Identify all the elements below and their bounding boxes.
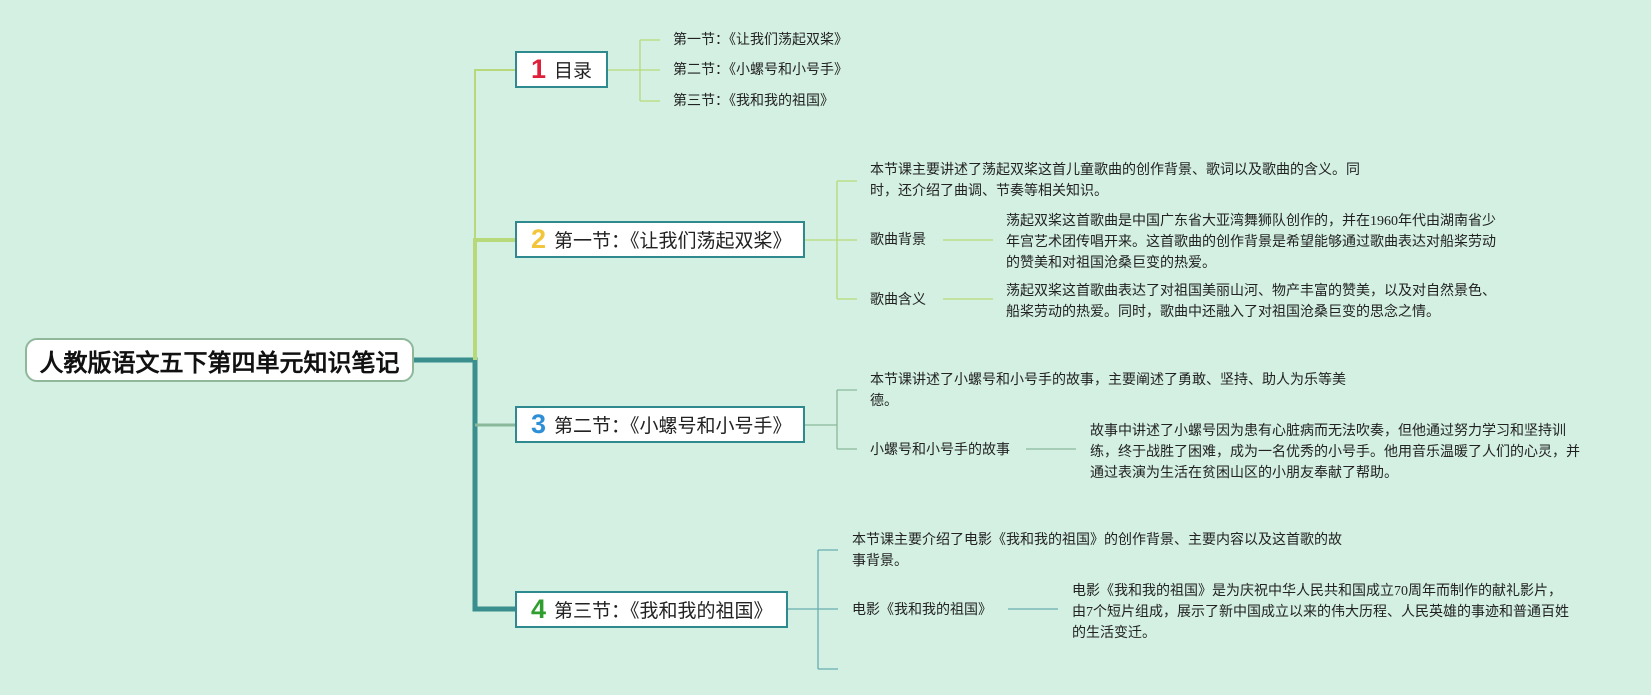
- detail-text: 电影《我和我的祖国》是为庆祝中华人民共和国成立70周年而制作的献礼影片， 由7个…: [1072, 581, 1569, 644]
- branch2-detail-lines: [943, 239, 993, 300]
- branch3-leaf-lines: [805, 389, 857, 450]
- summary-line: 本节课讲述了小螺号和小号手的故事，主要阐述了勇敢、坚持、助人为乐等美: [870, 373, 1346, 388]
- detail-line: 荡起双桨这首歌曲表达了对祖国美丽山河、物产丰富的赞美，以及对自然景色、: [1006, 284, 1496, 299]
- summary-line: 德。: [870, 394, 898, 409]
- toc-item[interactable]: 第三节：《我和我的祖国》: [673, 94, 834, 109]
- detail-line: 船桨劳动的热爱。同时，歌曲中还融入了对祖国沧桑巨变的思念之情。: [1006, 305, 1440, 320]
- detail-text: 荡起双桨这首歌曲是中国广东省大亚湾舞狮队创作的，并在1960年代由湖南省少 年宫…: [1006, 211, 1496, 274]
- branch-number: 3: [531, 409, 547, 439]
- summary-line: 时，还介绍了曲调、节奏等相关知识。: [870, 184, 1108, 199]
- branch-lesson-3[interactable]: 4 第三节：《我和我的祖国》: [515, 591, 788, 628]
- detail-line: 年宫艺术团传唱开来。这首歌曲的创作背景是希望能够通过歌曲表达对船桨劳动: [1006, 235, 1496, 250]
- branch-lesson-1[interactable]: 2 第一节：《让我们荡起双桨》: [515, 221, 805, 258]
- branch-number: 4: [531, 594, 547, 624]
- root-topic[interactable]: 人教版语文五下第四单元知识笔记: [25, 338, 414, 382]
- detail-line: 练，终于战胜了困难，成为一名优秀的小号手。他用音乐温暖了人们的心灵，并: [1090, 445, 1580, 460]
- sub-topic-label[interactable]: 歌曲含义: [870, 293, 926, 308]
- branch-lesson-2[interactable]: 3 第二节：《小螺号和小号手》: [515, 406, 805, 443]
- summary-line: 事背景。: [852, 554, 908, 569]
- summary-text: 本节课讲述了小螺号和小号手的故事，主要阐述了勇敢、坚持、助人为乐等美 德。: [870, 370, 1346, 412]
- branch-title: 第一节：《让我们荡起双桨》: [554, 231, 792, 252]
- trunk-line: [414, 357, 515, 612]
- branch-number: 2: [531, 224, 547, 254]
- branch-toc[interactable]: 1 目录: [515, 51, 608, 88]
- sub-topic-label[interactable]: 电影《我和我的祖国》: [852, 603, 992, 618]
- branch-title: 第二节：《小螺号和小号手》: [554, 416, 792, 437]
- branch4-leaf-lines: [788, 549, 838, 670]
- detail-line: 故事中讲述了小螺号因为患有心脏病而无法吹奏，但他通过努力学习和坚持训: [1090, 424, 1566, 439]
- toc-item[interactable]: 第二节：《小螺号和小号手》: [673, 63, 848, 78]
- sub-topic-label[interactable]: 小螺号和小号手的故事: [870, 443, 1010, 458]
- detail-line: 由7个短片组成，展示了新中国成立以来的伟大历程、人民英雄的事迹和普通百姓: [1072, 605, 1569, 620]
- summary-line: 本节课主要介绍了电影《我和我的祖国》的创作背景、主要内容以及这首歌的故: [852, 533, 1342, 548]
- root-title: 人教版语文五下第四单元知识笔记: [39, 349, 400, 377]
- detail-line: 的赞美和对祖国沧桑巨变的热爱。: [1006, 256, 1216, 271]
- detail-line: 荡起双桨这首歌曲是中国广东省大亚湾舞狮队创作的，并在1960年代由湖南省少: [1006, 214, 1496, 229]
- branch-title: 第三节：《我和我的祖国》: [554, 601, 773, 622]
- branch-number: 1: [531, 54, 547, 84]
- detail-line: 电影《我和我的祖国》是为庆祝中华人民共和国成立70周年而制作的献礼影片，: [1072, 584, 1562, 599]
- summary-text: 本节课主要讲述了荡起双桨这首儿童歌曲的创作背景、歌词以及歌曲的含义。同 时，还介…: [870, 160, 1360, 202]
- branch1-leaf-lines: [608, 39, 660, 102]
- sub-topic-label[interactable]: 歌曲背景: [870, 233, 926, 248]
- branch2-leaf-lines: [805, 180, 857, 300]
- detail-text: 荡起双桨这首歌曲表达了对祖国美丽山河、物产丰富的赞美，以及对自然景色、 船桨劳动…: [1006, 281, 1496, 323]
- detail-line: 通过表演为生活在贫困山区的小朋友奉献了帮助。: [1090, 466, 1398, 481]
- toc-item[interactable]: 第一节：《让我们荡起双桨》: [673, 33, 848, 48]
- summary-text: 本节课主要介绍了电影《我和我的祖国》的创作背景、主要内容以及这首歌的故 事背景。: [852, 530, 1342, 572]
- detail-line: 的生活变迁。: [1072, 626, 1156, 641]
- branch1-link: [474, 69, 515, 240]
- branch2-link: [473, 238, 515, 360]
- detail-text: 故事中讲述了小螺号因为患有心脏病而无法吹奏，但他通过努力学习和坚持训 练，终于战…: [1090, 421, 1580, 484]
- summary-line: 本节课主要讲述了荡起双桨这首儿童歌曲的创作背景、歌词以及歌曲的含义。同: [870, 163, 1360, 178]
- branch-title: 目录: [554, 61, 593, 82]
